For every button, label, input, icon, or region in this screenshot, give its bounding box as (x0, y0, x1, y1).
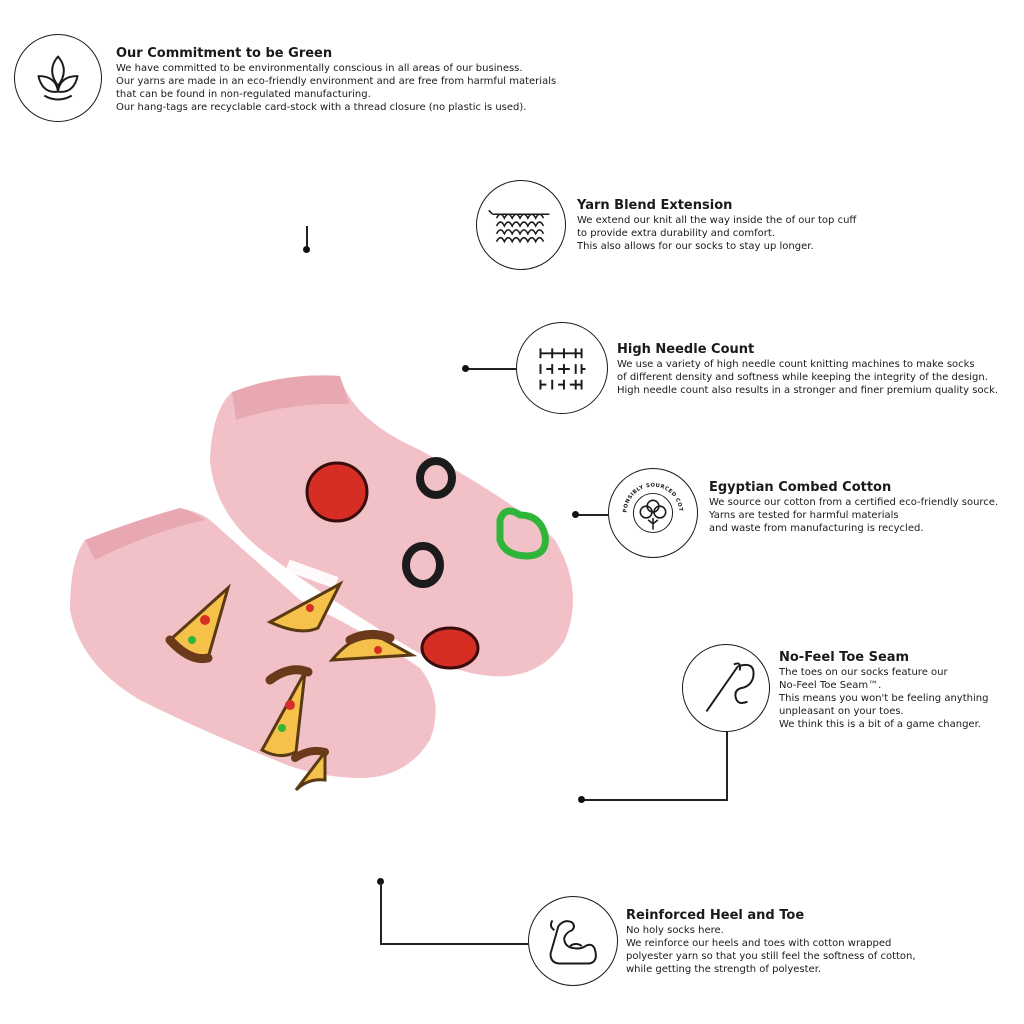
leaf-icon (14, 34, 102, 122)
leader-line (380, 943, 528, 945)
leader-dot (303, 246, 310, 253)
leader-line (726, 728, 728, 800)
leader-line (306, 226, 308, 250)
feature-toe-seam: No-Feel Toe Seam The toes on our socks f… (779, 650, 988, 731)
green-pepper (496, 507, 549, 560)
pepperoni (420, 626, 480, 670)
leader-line (578, 514, 608, 516)
feature-description: We have committed to be environmentally … (116, 63, 557, 113)
pizza-slice (165, 583, 231, 664)
leader-line (468, 368, 516, 370)
feature-cotton: Egyptian Combed Cotton We source our cot… (709, 480, 998, 535)
feature-description: The toes on our socks feature our No-Fee… (779, 667, 989, 730)
feature-green: Our Commitment to be Green We have commi… (116, 46, 556, 114)
feature-description: We extend our knit all the way inside th… (577, 215, 857, 252)
feature-title: Our Commitment to be Green (116, 46, 333, 61)
pizza-slice (266, 580, 344, 633)
feature-description: No holy socks here. We reinforce our hee… (626, 925, 916, 975)
cotton-boll-icon: RESPONSIBLY SOURCED COTTON (608, 468, 698, 558)
pepperoni (305, 461, 369, 523)
leader-line (380, 882, 382, 944)
pizza-slice (259, 665, 313, 757)
flexed-arm-icon (528, 896, 618, 986)
right-sock (210, 375, 573, 677)
feature-title: Yarn Blend Extension (577, 198, 733, 213)
needle-grid-icon (516, 322, 608, 414)
leader-dot (462, 365, 469, 372)
feature-title: High Needle Count (617, 342, 755, 357)
feature-needle-count: High Needle Count We use a variety of hi… (617, 342, 998, 397)
feature-yarn-blend: Yarn Blend Extension We extend our knit … (577, 198, 856, 253)
pizza-slice (291, 746, 329, 792)
left-sock (70, 508, 436, 792)
feature-description: We use a variety of high needle count kn… (617, 359, 999, 396)
olive (402, 542, 444, 588)
pizza-slice (328, 630, 418, 662)
knit-stitch-icon (476, 180, 566, 270)
needle-thread-icon (682, 644, 770, 732)
feature-title: Egyptian Combed Cotton (709, 480, 892, 495)
leader-dot (572, 511, 579, 518)
feature-description: We source our cotton from a certified ec… (709, 497, 999, 534)
feature-title: No-Feel Toe Seam (779, 650, 910, 665)
feature-title: Reinforced Heel and Toe (626, 908, 805, 923)
olive (416, 457, 456, 499)
leader-dot (377, 878, 384, 885)
leader-line (583, 799, 728, 801)
feature-reinforced: Reinforced Heel and Toe No holy socks he… (626, 908, 916, 976)
leader-dot (578, 796, 585, 803)
